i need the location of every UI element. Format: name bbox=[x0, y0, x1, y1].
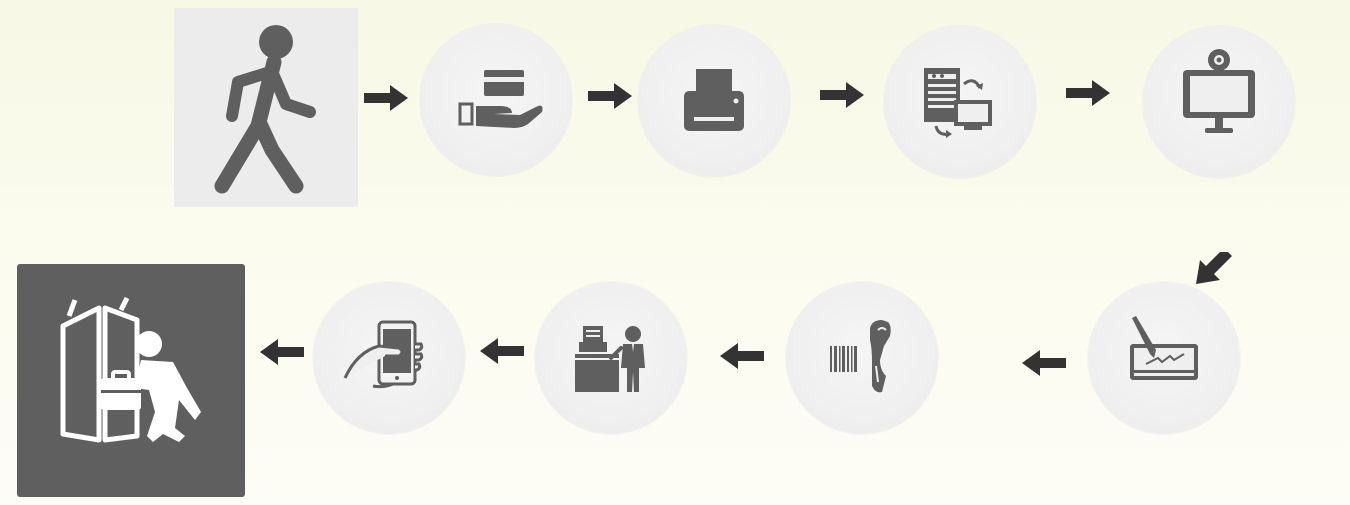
signature-pad-icon bbox=[1130, 316, 1198, 380]
step-node-card bbox=[420, 24, 572, 176]
barcode-scanner-icon bbox=[830, 320, 891, 393]
hand-card-icon bbox=[458, 70, 543, 128]
flow-arrow-right bbox=[364, 85, 408, 111]
flow-arrow-left bbox=[260, 339, 304, 365]
mobile-phone-icon bbox=[343, 320, 424, 389]
flow-arrow-left bbox=[480, 338, 524, 364]
step-node-scan bbox=[786, 282, 938, 434]
step-node-sign bbox=[1088, 282, 1240, 434]
step-node-video bbox=[1143, 26, 1295, 178]
step-node-mobile bbox=[313, 282, 465, 434]
end-step-tile bbox=[17, 264, 245, 497]
step-node-counter bbox=[535, 282, 687, 434]
flow-arrow-left bbox=[1022, 350, 1066, 376]
step-node-print bbox=[638, 25, 790, 177]
webcam-monitor-icon bbox=[1183, 49, 1255, 133]
start-step-tile bbox=[174, 8, 358, 207]
flow-arrow-right bbox=[1066, 80, 1110, 106]
printer-icon bbox=[684, 69, 744, 131]
walking-person-icon bbox=[214, 25, 316, 194]
data-exchange-icon bbox=[924, 68, 992, 138]
service-counter-icon bbox=[575, 326, 645, 392]
flow-arrow-left bbox=[720, 343, 764, 369]
step-node-data bbox=[884, 26, 1036, 178]
exit-door-person-icon bbox=[60, 296, 201, 443]
flow-arrow-down-left bbox=[1192, 252, 1236, 286]
flow-arrow-right bbox=[588, 83, 632, 109]
flow-arrow-right bbox=[820, 82, 864, 108]
